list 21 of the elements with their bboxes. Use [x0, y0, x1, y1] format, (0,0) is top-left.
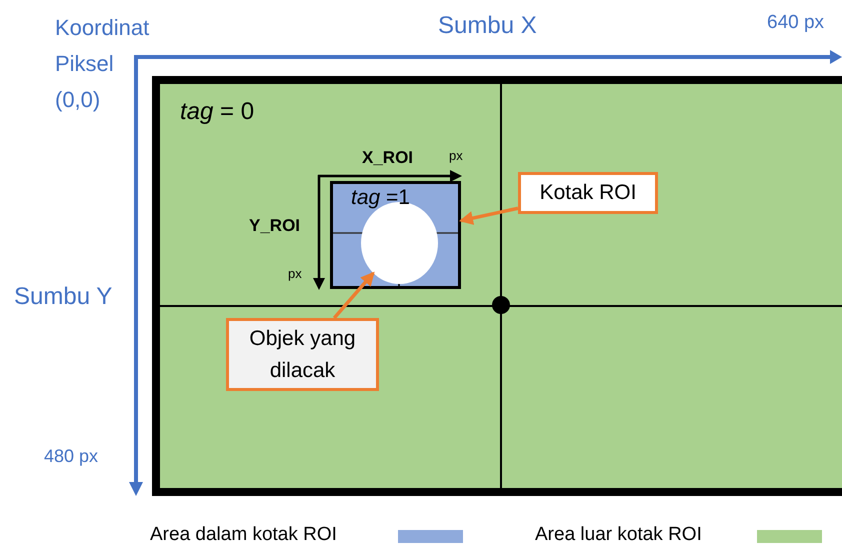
callout-text: Kotak ROI	[540, 180, 636, 206]
legend-label: Area dalam kotak ROI	[150, 524, 337, 546]
axis-origin-label: Koordinat Piksel (0,0)	[55, 14, 150, 114]
unit-label: px	[449, 148, 463, 163]
tag-label: tag = 0	[180, 98, 254, 126]
tag-label: tag =1	[351, 186, 410, 210]
callout-box	[518, 172, 658, 214]
unit-label: px	[288, 266, 302, 281]
callout-box	[226, 318, 379, 391]
image-frame	[152, 76, 842, 496]
axis-end-label: 480 px	[44, 446, 98, 467]
roi-box	[330, 181, 461, 289]
axis-title: Sumbu X	[438, 12, 537, 40]
arrow	[332, 272, 375, 320]
axis-title: Sumbu Y	[14, 283, 112, 311]
axis-end-label: 640 px	[767, 12, 824, 34]
legend-label: Area luar kotak ROI	[535, 524, 702, 546]
roi-axis-label: Y_ROI	[249, 216, 300, 236]
roi-axis-label: X_ROI	[362, 148, 414, 168]
callout-text: Objek yang dilacak	[248, 326, 357, 384]
arrow	[459, 206, 518, 225]
